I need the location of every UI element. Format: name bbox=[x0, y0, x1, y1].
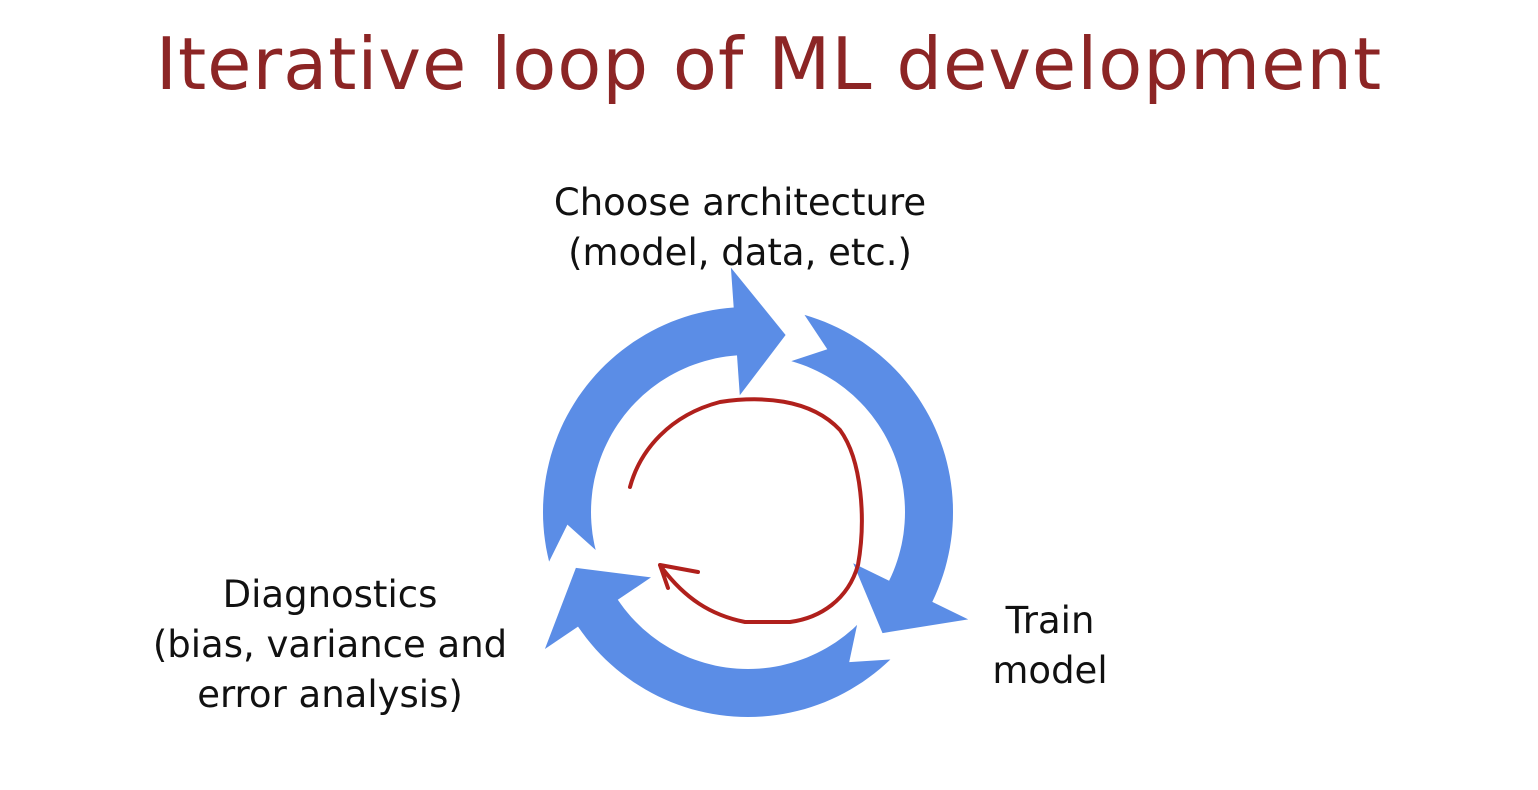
step-label: Diagnostics bbox=[222, 573, 438, 616]
hand-drawn-loop-annotation bbox=[628, 397, 864, 624]
step-train-model: Train model bbox=[960, 596, 1140, 696]
step-sublabel: (model, data, etc.) bbox=[568, 231, 912, 274]
step-diagnostics: Diagnostics (bias, variance and error an… bbox=[90, 570, 570, 720]
slide-title: Iterative loop of ML development bbox=[155, 22, 1383, 106]
step-sublabel: error analysis) bbox=[197, 673, 463, 716]
step-sublabel: model bbox=[992, 649, 1108, 692]
arrow-to-diagnostics-icon bbox=[544, 567, 891, 717]
step-sublabel: (bias, variance and bbox=[152, 623, 508, 666]
arrow-to-architecture-icon bbox=[543, 267, 786, 562]
arrow-to-train-icon bbox=[791, 314, 969, 634]
step-label: Train bbox=[1005, 599, 1095, 642]
step-choose-architecture: Choose architecture (model, data, etc.) bbox=[490, 178, 990, 278]
step-label: Choose architecture bbox=[553, 181, 927, 224]
